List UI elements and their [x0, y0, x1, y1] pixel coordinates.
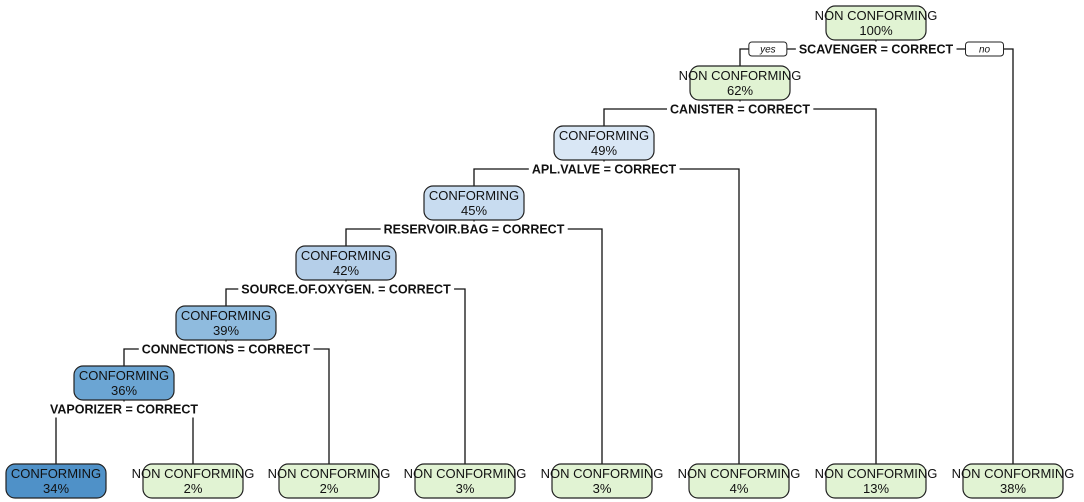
node-class-label: NON CONFORMING: [815, 466, 938, 481]
branch-tag-no: no: [965, 41, 1005, 57]
node-class-label: NON CONFORMING: [404, 466, 527, 481]
split-label-n5: SOURCE.OF.OXYGEN. = CORRECT: [241, 283, 451, 297]
node-class-label: NON CONFORMING: [815, 8, 938, 23]
split-label-n7: VAPORIZER = CORRECT: [50, 403, 198, 417]
node-box: [689, 65, 791, 101]
node-percentage: 100%: [859, 23, 893, 38]
node-class-label: NON CONFORMING: [678, 466, 801, 481]
node-box: [73, 365, 175, 401]
node-percentage: 45%: [461, 203, 487, 218]
node-box: [5, 463, 107, 499]
split-label-root: SCAVENGER = CORRECT: [799, 43, 954, 57]
split-label-n3: APL.VALVE = CORRECT: [532, 163, 677, 177]
split-label-background: [238, 281, 455, 298]
split-label-n6: CONNECTIONS = CORRECT: [142, 343, 311, 357]
node-box: [962, 463, 1064, 499]
split-label-background: [138, 341, 314, 358]
node-box: [278, 463, 380, 499]
split-label-n4: RESERVOIR.BAG = CORRECT: [384, 223, 565, 237]
node-percentage: 36%: [111, 383, 137, 398]
split-label-n2: CANISTER = CORRECT: [670, 103, 810, 117]
node-percentage: 42%: [333, 263, 359, 278]
node-box: [551, 463, 653, 499]
node-percentage: 4%: [730, 481, 749, 496]
node-box: [142, 463, 244, 499]
node-box: [825, 5, 927, 41]
node-class-label: NON CONFORMING: [541, 466, 664, 481]
split-label-background: [795, 41, 957, 58]
node-box: [414, 463, 516, 499]
node-percentage: 3%: [456, 481, 475, 496]
split-label-background: [380, 221, 568, 238]
node-class-label: CONFORMING: [79, 368, 169, 383]
node-percentage: 38%: [1000, 481, 1026, 496]
branch-tag-label: no: [979, 45, 991, 56]
node-percentage: 39%: [213, 323, 239, 338]
node-percentage: 62%: [727, 83, 753, 98]
node-percentage: 3%: [593, 481, 612, 496]
node-box: [295, 245, 397, 281]
node-percentage: 13%: [863, 481, 889, 496]
node-percentage: 34%: [43, 481, 69, 496]
split-labels: SCAVENGER = CORRECT CANISTER = CORRECT APL…: [46, 41, 957, 418]
split-label-background: [667, 101, 814, 118]
node-percentage: 2%: [184, 481, 203, 496]
branch-tag-label: yes: [759, 45, 776, 56]
node-percentage: 49%: [591, 143, 617, 158]
node-class-label: CONFORMING: [301, 248, 391, 263]
branch-tag-box: [748, 41, 788, 57]
node-box: [825, 463, 927, 499]
split-label-background: [46, 401, 202, 418]
split-label-background: [528, 161, 680, 178]
node-box: [175, 305, 277, 341]
node-box: [553, 125, 655, 161]
node-class-label: NON CONFORMING: [679, 68, 802, 83]
branch-tag-yes: yes: [748, 41, 788, 57]
node-class-label: CONFORMING: [429, 188, 519, 203]
node-box: [688, 463, 790, 499]
node-class-label: NON CONFORMING: [268, 466, 391, 481]
branch-tag-box: [965, 41, 1005, 57]
node-class-label: NON CONFORMING: [952, 466, 1075, 481]
node-class-label: NON CONFORMING: [132, 466, 255, 481]
node-class-label: CONFORMING: [11, 466, 101, 481]
node-percentage: 2%: [320, 481, 339, 496]
tree-edges: [55, 40, 1014, 464]
node-class-label: CONFORMING: [559, 128, 649, 143]
node-class-label: CONFORMING: [181, 308, 271, 323]
node-box: [423, 185, 525, 221]
